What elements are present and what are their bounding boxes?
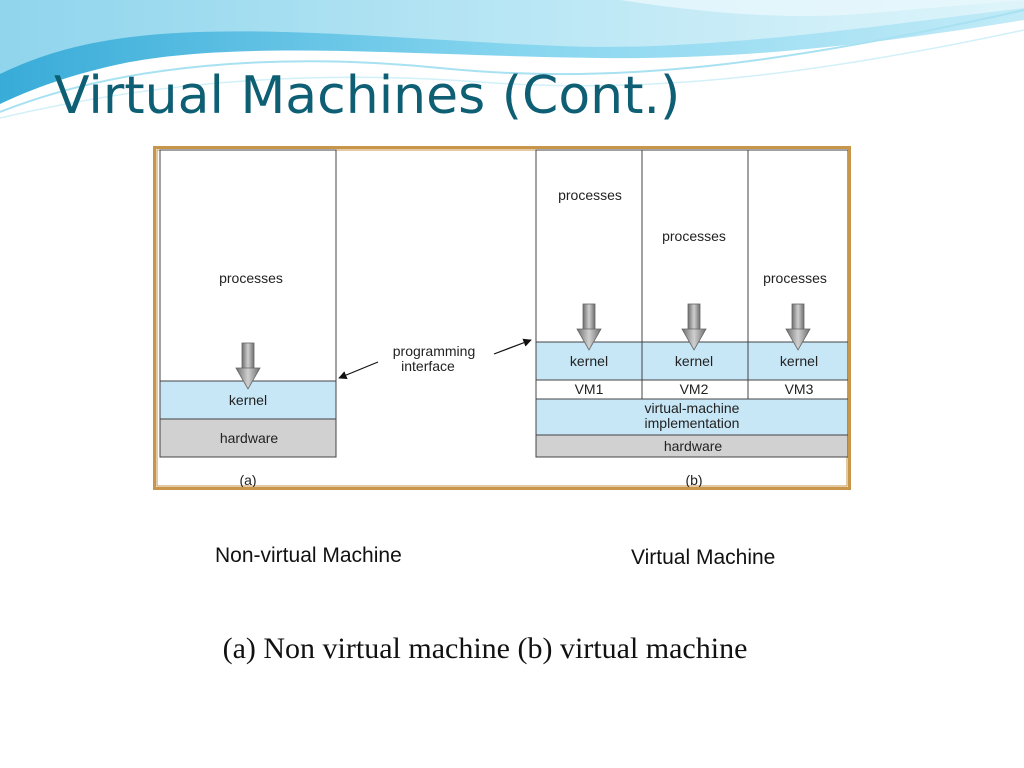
part-a-down-arrow-icon bbox=[235, 342, 261, 390]
part-b-tag: (b) bbox=[685, 472, 702, 487]
vm1-label: VM1 bbox=[575, 381, 604, 397]
vm1-kernel-label: kernel bbox=[570, 353, 608, 369]
vm3-kernel-label: kernel bbox=[780, 353, 818, 369]
part-a-stack: processes kernel hardware (a) bbox=[159, 149, 337, 487]
interface-label-line2: interface bbox=[401, 358, 455, 374]
part-a-processes-label: processes bbox=[219, 270, 283, 286]
vm3-label: VM3 bbox=[785, 381, 814, 397]
vm2-label: VM2 bbox=[680, 381, 709, 397]
vm1-down-arrow-icon bbox=[576, 303, 602, 351]
part-b-stack: processes processes processes kernel ker… bbox=[535, 149, 848, 487]
vm3-processes-label: processes bbox=[763, 270, 827, 286]
part-a-tag: (a) bbox=[239, 472, 256, 487]
interface-arrow-right bbox=[493, 338, 532, 355]
vm-implementation-label-line2: implementation bbox=[645, 415, 740, 431]
vm-comparison-figure: processes kernel hardware (a) programmin… bbox=[153, 146, 851, 490]
vm2-kernel-label: kernel bbox=[675, 353, 713, 369]
part-b-hardware-box bbox=[535, 434, 848, 458]
part-a-hardware-box bbox=[159, 418, 337, 458]
figure-caption: (a) Non virtual machine (b) virtual mach… bbox=[222, 632, 748, 665]
non-virtual-machine-label: Non-virtual Machine bbox=[215, 544, 402, 567]
vm2-down-arrow-icon bbox=[681, 303, 707, 351]
vm1-processes-label: processes bbox=[558, 187, 622, 203]
vm2-processes-label: processes bbox=[662, 228, 726, 244]
interface-label-line1: programming bbox=[393, 343, 475, 359]
part-b-hardware-label: hardware bbox=[664, 438, 723, 454]
vm-implementation-box bbox=[535, 398, 848, 436]
slide-title: Virtual Machines (Cont.) bbox=[54, 66, 681, 126]
virtual-machine-label: Virtual Machine bbox=[631, 546, 776, 569]
part-a-kernel-label: kernel bbox=[229, 392, 267, 408]
vm3-down-arrow-icon bbox=[785, 303, 811, 351]
part-a-hardware-label: hardware bbox=[220, 430, 279, 446]
programming-interface-callout: programming interface bbox=[338, 338, 532, 380]
vm-diagram: processes kernel hardware (a) programmin… bbox=[156, 149, 848, 487]
interface-arrow-left bbox=[338, 361, 379, 380]
vm-implementation-label-line1: virtual-machine bbox=[645, 400, 740, 416]
